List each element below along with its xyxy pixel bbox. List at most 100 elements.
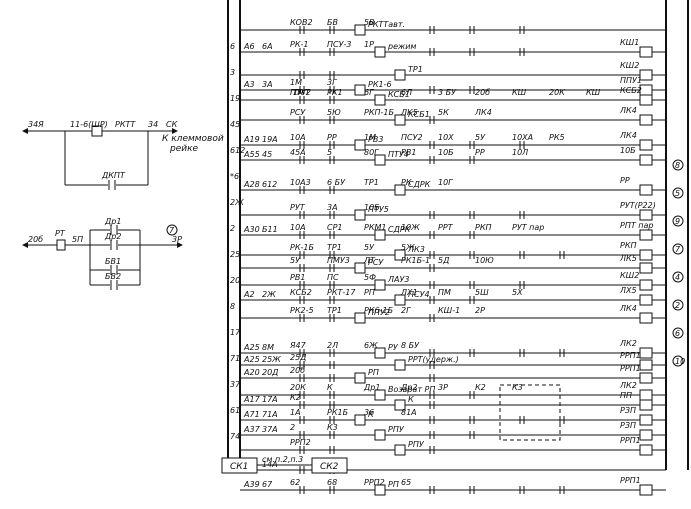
row-extra-label: К2 <box>475 383 486 392</box>
row-left-label: А71 <box>243 410 260 419</box>
row-mid-coil <box>354 209 366 221</box>
left-bus-label: 71 <box>230 354 240 363</box>
row-right-coil <box>639 114 653 126</box>
row-mid-label: ЛК3 <box>407 245 425 254</box>
row-mid-coil <box>354 312 366 324</box>
row-extra-label: К3 <box>512 383 523 392</box>
row-mid-label: ТР1 <box>408 65 423 74</box>
row-right-coil <box>639 429 653 441</box>
left-contact-label: ДКПТ <box>101 171 126 180</box>
marker-label: 8 <box>675 161 680 170</box>
row-extra-label: Я47 <box>289 341 307 350</box>
row-extra-label: 68 <box>327 478 337 487</box>
row-extra-label: 2Р <box>475 306 485 315</box>
row-mid-coil <box>354 139 366 151</box>
row-extra-label: 10А <box>290 223 306 232</box>
row-extra-label: РК <box>401 178 412 187</box>
row-right-coil <box>639 312 653 324</box>
row-wire-label: 612 <box>262 180 277 189</box>
row-extra-label: 1А <box>290 408 301 417</box>
row-right-coil <box>639 229 653 241</box>
row-r2: ТР1 КШ2 <box>240 61 666 81</box>
left-circuit: 34Я 11-6(ШР) РКТТ 34 СК ДКПТ К клеммовой… <box>22 120 224 190</box>
row-extra-label: 5В <box>364 18 375 27</box>
row-extra-label: 2 <box>290 423 295 432</box>
left-wire-34: 34 <box>148 120 158 129</box>
marker-circle <box>672 327 684 339</box>
left-note-line1: К клеммовой <box>162 134 224 144</box>
row-mid-coil <box>394 184 406 196</box>
row-left-label: А2 <box>243 290 255 299</box>
row-mid-coil <box>394 359 406 371</box>
row-extra-label: РР <box>475 148 485 157</box>
row-extra-label: 10Б <box>364 203 380 212</box>
row-right-label: РКП <box>620 241 637 250</box>
row-mid-coil <box>394 294 406 306</box>
aux-wire-3r: 3Р <box>172 235 182 244</box>
row-extra-label: РСУ <box>290 108 306 117</box>
row-mid-label: РСУ <box>368 258 384 267</box>
row-extra-label: РК2-5 <box>290 306 314 315</box>
row-mid-label: РП <box>388 480 399 489</box>
row-mid-coil <box>374 46 386 58</box>
block-sk1-label: СК1 <box>230 462 248 472</box>
row-extra-label: ТР1 <box>327 306 342 315</box>
row-extra-label: 5Ш <box>475 288 489 297</box>
aux-wire-5p: 5П <box>72 235 83 244</box>
row-mid-label: РУ <box>388 343 399 352</box>
row-left-label: А25 <box>243 343 260 352</box>
row-right-coil <box>639 94 653 106</box>
row-extra-label: К <box>327 383 333 392</box>
row-left-label: А55 <box>243 150 260 159</box>
left-bus-label: *6 <box>230 172 239 181</box>
row-extra-label: РРП2 <box>364 478 385 487</box>
left-wire-34ya: 34Я <box>28 120 44 129</box>
row-right-coil <box>639 46 653 58</box>
row-right-label: РЗП <box>620 406 636 415</box>
aux-marker-circle <box>166 224 178 236</box>
row-extra-label: 5У <box>475 133 486 142</box>
aux-contact-bv2: БВ2 <box>105 272 121 281</box>
row-left-label: А39 <box>243 480 260 489</box>
row-wire-label: Б11 <box>262 225 278 234</box>
row-extra-label: ЛТ <box>363 256 376 265</box>
row-right-coil <box>639 249 653 261</box>
row-right-label: ПП <box>620 391 632 400</box>
row-extra-label: 1Р <box>364 40 374 49</box>
row-extra-label: 5У <box>290 256 301 265</box>
row-extra-label: РВ1 <box>401 148 416 157</box>
row-extra-label: Др1 <box>363 383 380 392</box>
row-right-label: РРП1 <box>620 364 641 373</box>
left-bus-label: 19 <box>230 94 240 103</box>
left-bus-label: 37 <box>230 380 241 389</box>
row-extra-label: РК6-1Б <box>364 306 394 315</box>
row-extra-label: 5 <box>327 148 332 157</box>
row-mid-coil <box>374 94 386 106</box>
row-right-coil <box>639 209 653 221</box>
row-right-label: РУТ(Р22) <box>620 201 656 210</box>
row-extra-label: 80Г <box>364 148 379 157</box>
row-extra-label: 10А3 <box>290 178 311 187</box>
row-mid-coil <box>354 84 366 96</box>
row-wire-label: 17А <box>262 395 278 404</box>
marker-label: 2 <box>675 301 680 310</box>
marker-circle <box>672 355 684 367</box>
row-mid-coil <box>394 399 406 411</box>
marker-label: 6 <box>675 329 680 338</box>
row-extra-label: 1М <box>364 133 376 142</box>
row-right-coil <box>639 347 653 359</box>
row-mid-label: К <box>408 395 414 404</box>
row-right-label: КШ2 <box>620 61 639 70</box>
row-extra-label: К3 <box>327 423 338 432</box>
row-right-coil <box>639 184 653 196</box>
row-mid-label: ППУ2 <box>368 308 390 317</box>
row-left-label: А28 <box>243 180 260 189</box>
row-right-label: ЛК4 <box>619 131 637 140</box>
row-left-label: А6 <box>243 42 255 51</box>
